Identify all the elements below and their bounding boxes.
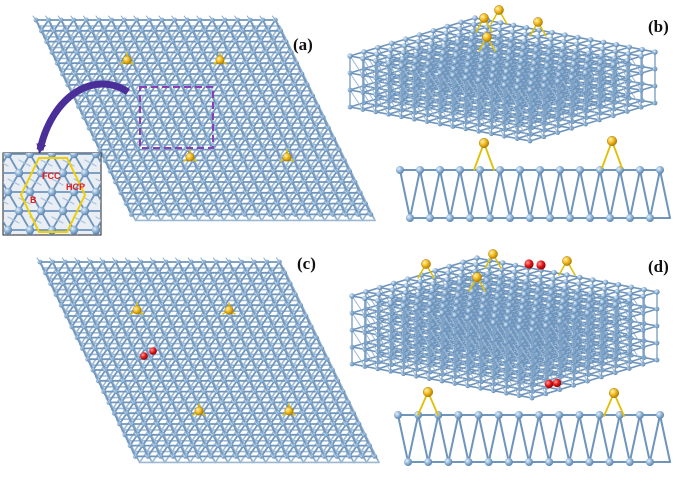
gold-adatom-icon [472,272,482,282]
slab-perspective-view [347,5,658,144]
gold-adatoms [120,52,294,162]
gold-adatom-icon [215,55,225,65]
hexagon-site-outline [19,157,87,233]
panel-a: FCC HCP B (a) [2,15,376,236]
gold-adatom-icon [533,17,543,27]
bridge-site-label: B [30,195,37,205]
gold-adatom-icon [562,256,572,266]
red-dimer-icon [140,347,157,360]
selection-box [139,86,214,149]
gold-adatom-icon [479,137,490,148]
oxygen-atom-icon [544,379,554,389]
gold-adatom-icon [224,305,234,315]
panel-label-d: (d) [648,257,669,276]
gold-adatom-icon [185,152,195,162]
oxygen-atom-icon [149,347,157,355]
hcp-site-label: HCP [66,182,85,192]
slab-side-view [394,378,672,466]
gold-adatom-icon [423,387,434,398]
oxygen-atom-icon [524,259,534,269]
gold-adatom-icon [488,249,498,259]
panel-c: (c) [36,254,380,464]
gold-adatom-icon [494,5,504,15]
oxygen-atom-icon [536,260,546,270]
gold-adatom-icon [479,13,489,23]
panel-label-c: (c) [297,254,316,273]
curved-arrow-icon [36,80,130,154]
gold-adatom-icon [421,259,431,269]
gold-adatom-icon [282,152,292,162]
fcc-site-label: FCC [42,171,61,181]
inset-zoom: FCC HCP B [2,152,102,236]
gold-adatom-icon [122,55,132,65]
gold-adatom-icon [194,406,204,416]
gold-adatom-icon [609,388,620,399]
gold-adatom-icon [284,406,294,416]
gold-adatom-icon [607,135,618,146]
slab-side-view [396,135,671,222]
oxygen-atom-icon [552,378,562,388]
gold-adatom-icon [132,305,142,315]
panel-b: (b) [347,5,671,222]
slab-perspective-view [349,249,660,401]
panel-d: (d) [349,249,672,466]
surface-lattice-top-view [32,15,376,222]
surface-lattice-top-view [36,257,380,464]
gold-adatom-icon [482,32,492,42]
panel-label-a: (a) [293,35,313,54]
oxygen-atom-icon [140,352,148,360]
panel-label-b: (b) [648,17,669,36]
gold-adatoms [130,302,296,416]
